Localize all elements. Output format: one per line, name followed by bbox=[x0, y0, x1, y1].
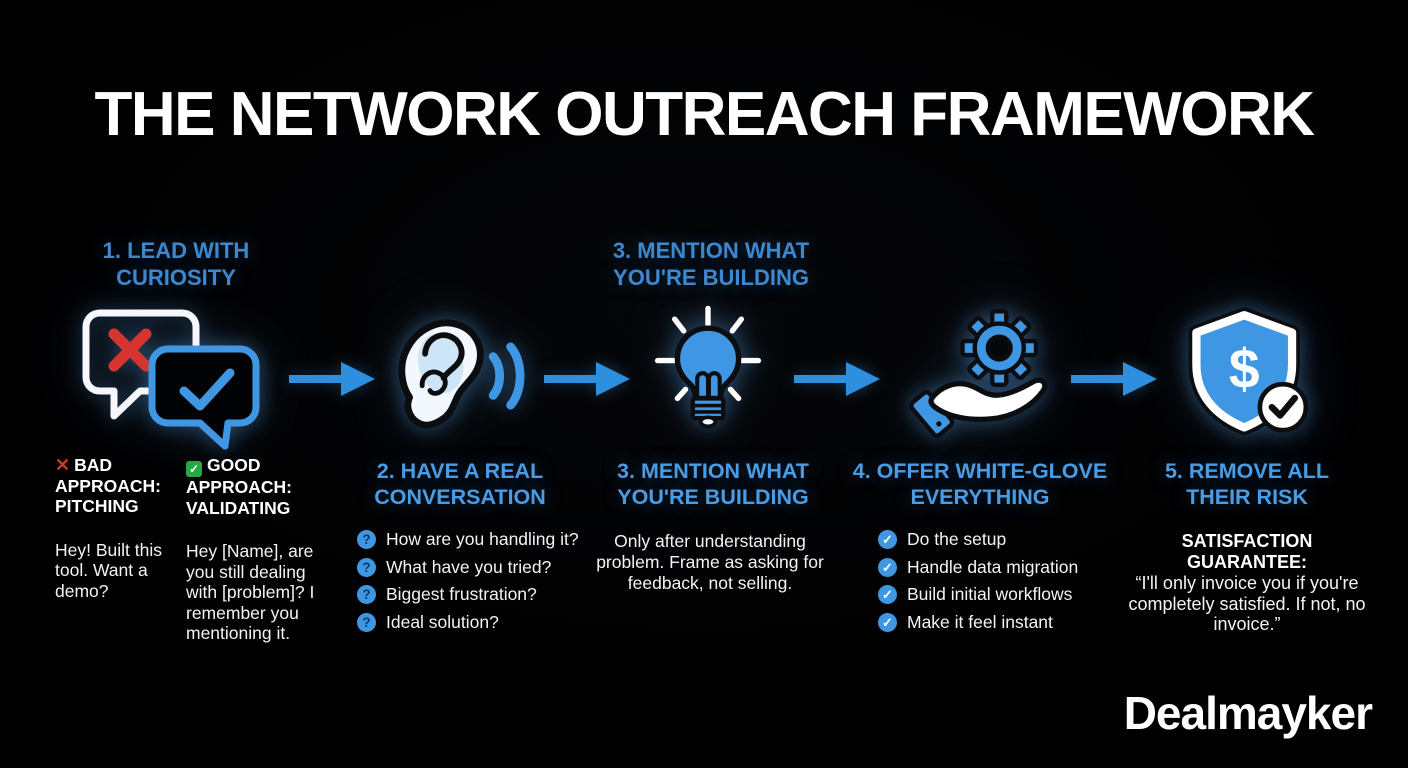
chat-bubbles-icon bbox=[76, 303, 268, 456]
bad-approach-heading: ✕BAD APPROACH: PITCHING bbox=[55, 455, 161, 516]
check-icon: ✓ bbox=[878, 612, 897, 632]
guarantee-body: “I'll only invoice you if you're complet… bbox=[1128, 573, 1366, 634]
list-item: ✓ Handle data migration bbox=[878, 557, 1078, 577]
page-title: THE NETWORK OUTREACH FRAMEWORK bbox=[94, 80, 1315, 149]
guarantee-block: SATISFACTION GUARANTEE: “I'll only invoi… bbox=[1121, 531, 1373, 635]
hand-gear-icon bbox=[892, 306, 1068, 451]
list-item: ? Biggest frustration? bbox=[357, 585, 579, 604]
check-icon: ✓ bbox=[878, 585, 897, 604]
flow-arrow-icon bbox=[540, 358, 632, 405]
cross-icon: ✕ bbox=[55, 455, 71, 475]
good-approach-body: Hey [Name], are you still dealing with [… bbox=[186, 541, 315, 643]
white-glove-checklist: ✓ Do the setup ✓ Handle data migration ✓… bbox=[878, 530, 1078, 640]
bad-approach-body: Hey! Built this tool. Want a demo? bbox=[55, 539, 162, 601]
mention-building-body: Only after understanding problem. Frame … bbox=[596, 531, 824, 593]
step3-top-title: 3. MENTION WHAT YOU'RE BUILDING bbox=[612, 238, 810, 290]
lightbulb-icon bbox=[645, 303, 771, 452]
ear-icon bbox=[390, 308, 536, 449]
bad-approach-block: ✕BAD APPROACH: PITCHING Hey! Built this … bbox=[55, 455, 171, 601]
list-item: ? How are you handling it? bbox=[357, 530, 579, 549]
step1-title: 1. LEAD WITH CURIOSITY bbox=[102, 238, 250, 290]
list-item: ? What have you tried? bbox=[357, 557, 579, 577]
brand-logo: Dealmayker bbox=[1123, 687, 1373, 739]
question-icon: ? bbox=[357, 585, 376, 604]
flow-arrow-icon bbox=[285, 358, 377, 405]
list-item: ✓ Build initial workflows bbox=[878, 585, 1078, 604]
list-item: ✓ Do the setup bbox=[878, 530, 1078, 549]
list-item: ? Ideal solution? bbox=[357, 612, 579, 632]
question-icon: ? bbox=[357, 612, 376, 632]
good-approach-block: ✓GOOD APPROACH: VALIDATING Hey [Name], a… bbox=[186, 455, 320, 644]
shield-dollar-icon: $ bbox=[1175, 306, 1319, 449]
step2-title: 2. HAVE A REAL CONVERSATION bbox=[374, 459, 546, 509]
step3-title: 3. MENTION WHAT YOU'RE BUILDING bbox=[617, 459, 809, 509]
flow-arrow-icon bbox=[790, 358, 882, 405]
list-item: ✓ Make it feel instant bbox=[878, 612, 1078, 632]
check-icon: ✓ bbox=[878, 557, 897, 577]
step5-title: 5. REMOVE ALL THEIR RISK bbox=[1164, 459, 1330, 509]
svg-text:$: $ bbox=[1229, 338, 1260, 400]
step4-title: 4. OFFER WHITE-GLOVE EVERYTHING bbox=[852, 459, 1108, 509]
question-icon: ? bbox=[357, 530, 376, 549]
question-icon: ? bbox=[357, 557, 376, 577]
green-check-icon: ✓ bbox=[186, 461, 202, 477]
check-icon: ✓ bbox=[878, 530, 897, 549]
conversation-questions-list: ? How are you handling it? ? What have y… bbox=[357, 530, 579, 640]
flow-arrow-icon bbox=[1067, 358, 1159, 405]
good-approach-heading: ✓GOOD APPROACH: VALIDATING bbox=[186, 455, 292, 518]
guarantee-heading: SATISFACTION GUARANTEE: bbox=[1181, 531, 1313, 572]
